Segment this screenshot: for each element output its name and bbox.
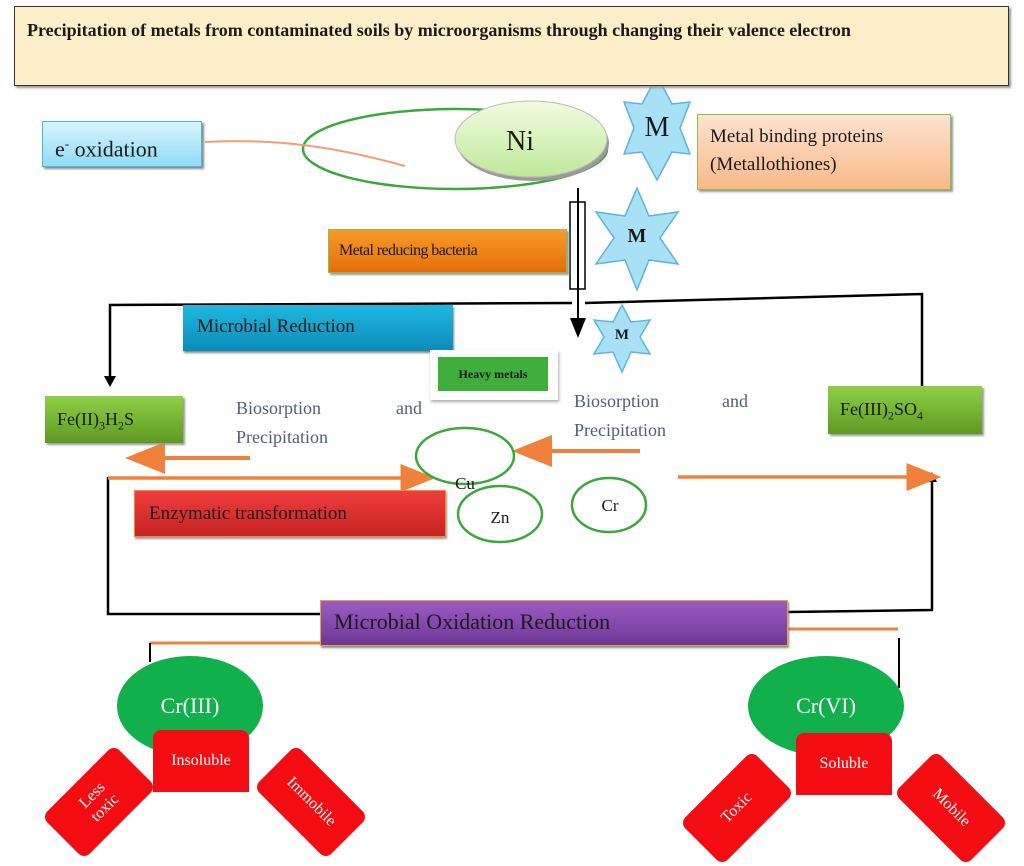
diagram-title: Precipitation of metals from contaminate… bbox=[14, 6, 1009, 86]
electron-charge: - bbox=[64, 136, 70, 151]
reduction-loop-line bbox=[108, 301, 573, 380]
biosorption-word: Biosorption bbox=[574, 391, 660, 411]
enzymatic-transformation-box: Enzymatic transformation bbox=[134, 490, 446, 537]
metal-binding-proteins-line2: (Metallothiones) bbox=[710, 154, 837, 175]
zn-ellipse bbox=[456, 484, 544, 544]
fe2-compound-box: Fe(II)3H2S bbox=[45, 396, 183, 443]
cu-label: Cu bbox=[455, 474, 475, 493]
cr-ellipse bbox=[570, 476, 648, 534]
reduction-arrowhead bbox=[104, 376, 116, 387]
biosorption-label-right: Biosorption and Precipitation bbox=[574, 387, 748, 445]
fe3-part1: Fe(III) bbox=[840, 399, 888, 419]
metal-star-medium bbox=[594, 186, 680, 293]
fe2-sub2: 2 bbox=[117, 418, 124, 433]
microbial-reduction-box: Microbial Reduction bbox=[183, 305, 453, 351]
fe2-part2: H bbox=[104, 409, 118, 429]
e-oxidation-box: e- oxidation bbox=[42, 121, 202, 167]
metal-star-small bbox=[592, 303, 652, 374]
and-word: and bbox=[396, 398, 422, 418]
fe2-part3: S bbox=[123, 409, 134, 429]
oxidation-curve bbox=[204, 140, 406, 167]
reduction-loop-line-right bbox=[584, 292, 924, 386]
membrane-channel bbox=[569, 201, 586, 290]
ni-label: Ni bbox=[506, 126, 534, 157]
fe3-sub1: 2 bbox=[887, 408, 894, 423]
fe3-compound-box: Fe(III)2SO4 bbox=[828, 386, 982, 434]
cu-ellipse bbox=[414, 426, 516, 486]
precipitation-word: Precipitation bbox=[236, 427, 328, 447]
metal-reducing-bacteria-box: Metal reducing bacteria bbox=[328, 229, 567, 273]
e-oxidation-label: oxidation bbox=[69, 136, 158, 162]
cr-label: Cr bbox=[601, 496, 619, 515]
fe3-sub2: 4 bbox=[917, 408, 923, 423]
and-word: and bbox=[722, 391, 748, 411]
cr3-insoluble-box: Insoluble bbox=[153, 730, 249, 792]
metal-star-large bbox=[622, 74, 692, 182]
ni-ellipse bbox=[454, 100, 608, 178]
biosorption-label-left: Biosorption and Precipitation bbox=[236, 394, 422, 452]
fe2-part1: Fe(II) bbox=[57, 409, 99, 429]
oxidation-loop-line bbox=[106, 477, 320, 616]
fe2-sub1: 3 bbox=[98, 418, 105, 433]
oxidation-loop-line-right bbox=[787, 480, 934, 614]
oxidation-loop-arrowhead bbox=[927, 472, 937, 482]
metal-star-small-label: M bbox=[614, 327, 630, 343]
cr6-soluble-box: Soluble bbox=[796, 733, 892, 795]
biosorption-word: Biosorption bbox=[236, 398, 322, 418]
metal-star-medium-label: M bbox=[627, 225, 647, 247]
precipitation-word: Precipitation bbox=[574, 420, 666, 440]
fe3-part2: SO bbox=[893, 399, 917, 419]
metal-star-large-label: M bbox=[644, 112, 670, 143]
metal-binding-proteins-box: Metal binding proteins (Metallothiones) bbox=[697, 114, 951, 190]
zn-label: Zn bbox=[490, 508, 510, 527]
metal-binding-proteins-line1: Metal binding proteins bbox=[710, 126, 884, 147]
microbial-oxidation-reduction-box: Microbial Oxidation Reduction bbox=[320, 600, 788, 646]
electron-symbol: e bbox=[55, 136, 65, 162]
heavy-metals-box: Heavy metals bbox=[438, 357, 548, 391]
